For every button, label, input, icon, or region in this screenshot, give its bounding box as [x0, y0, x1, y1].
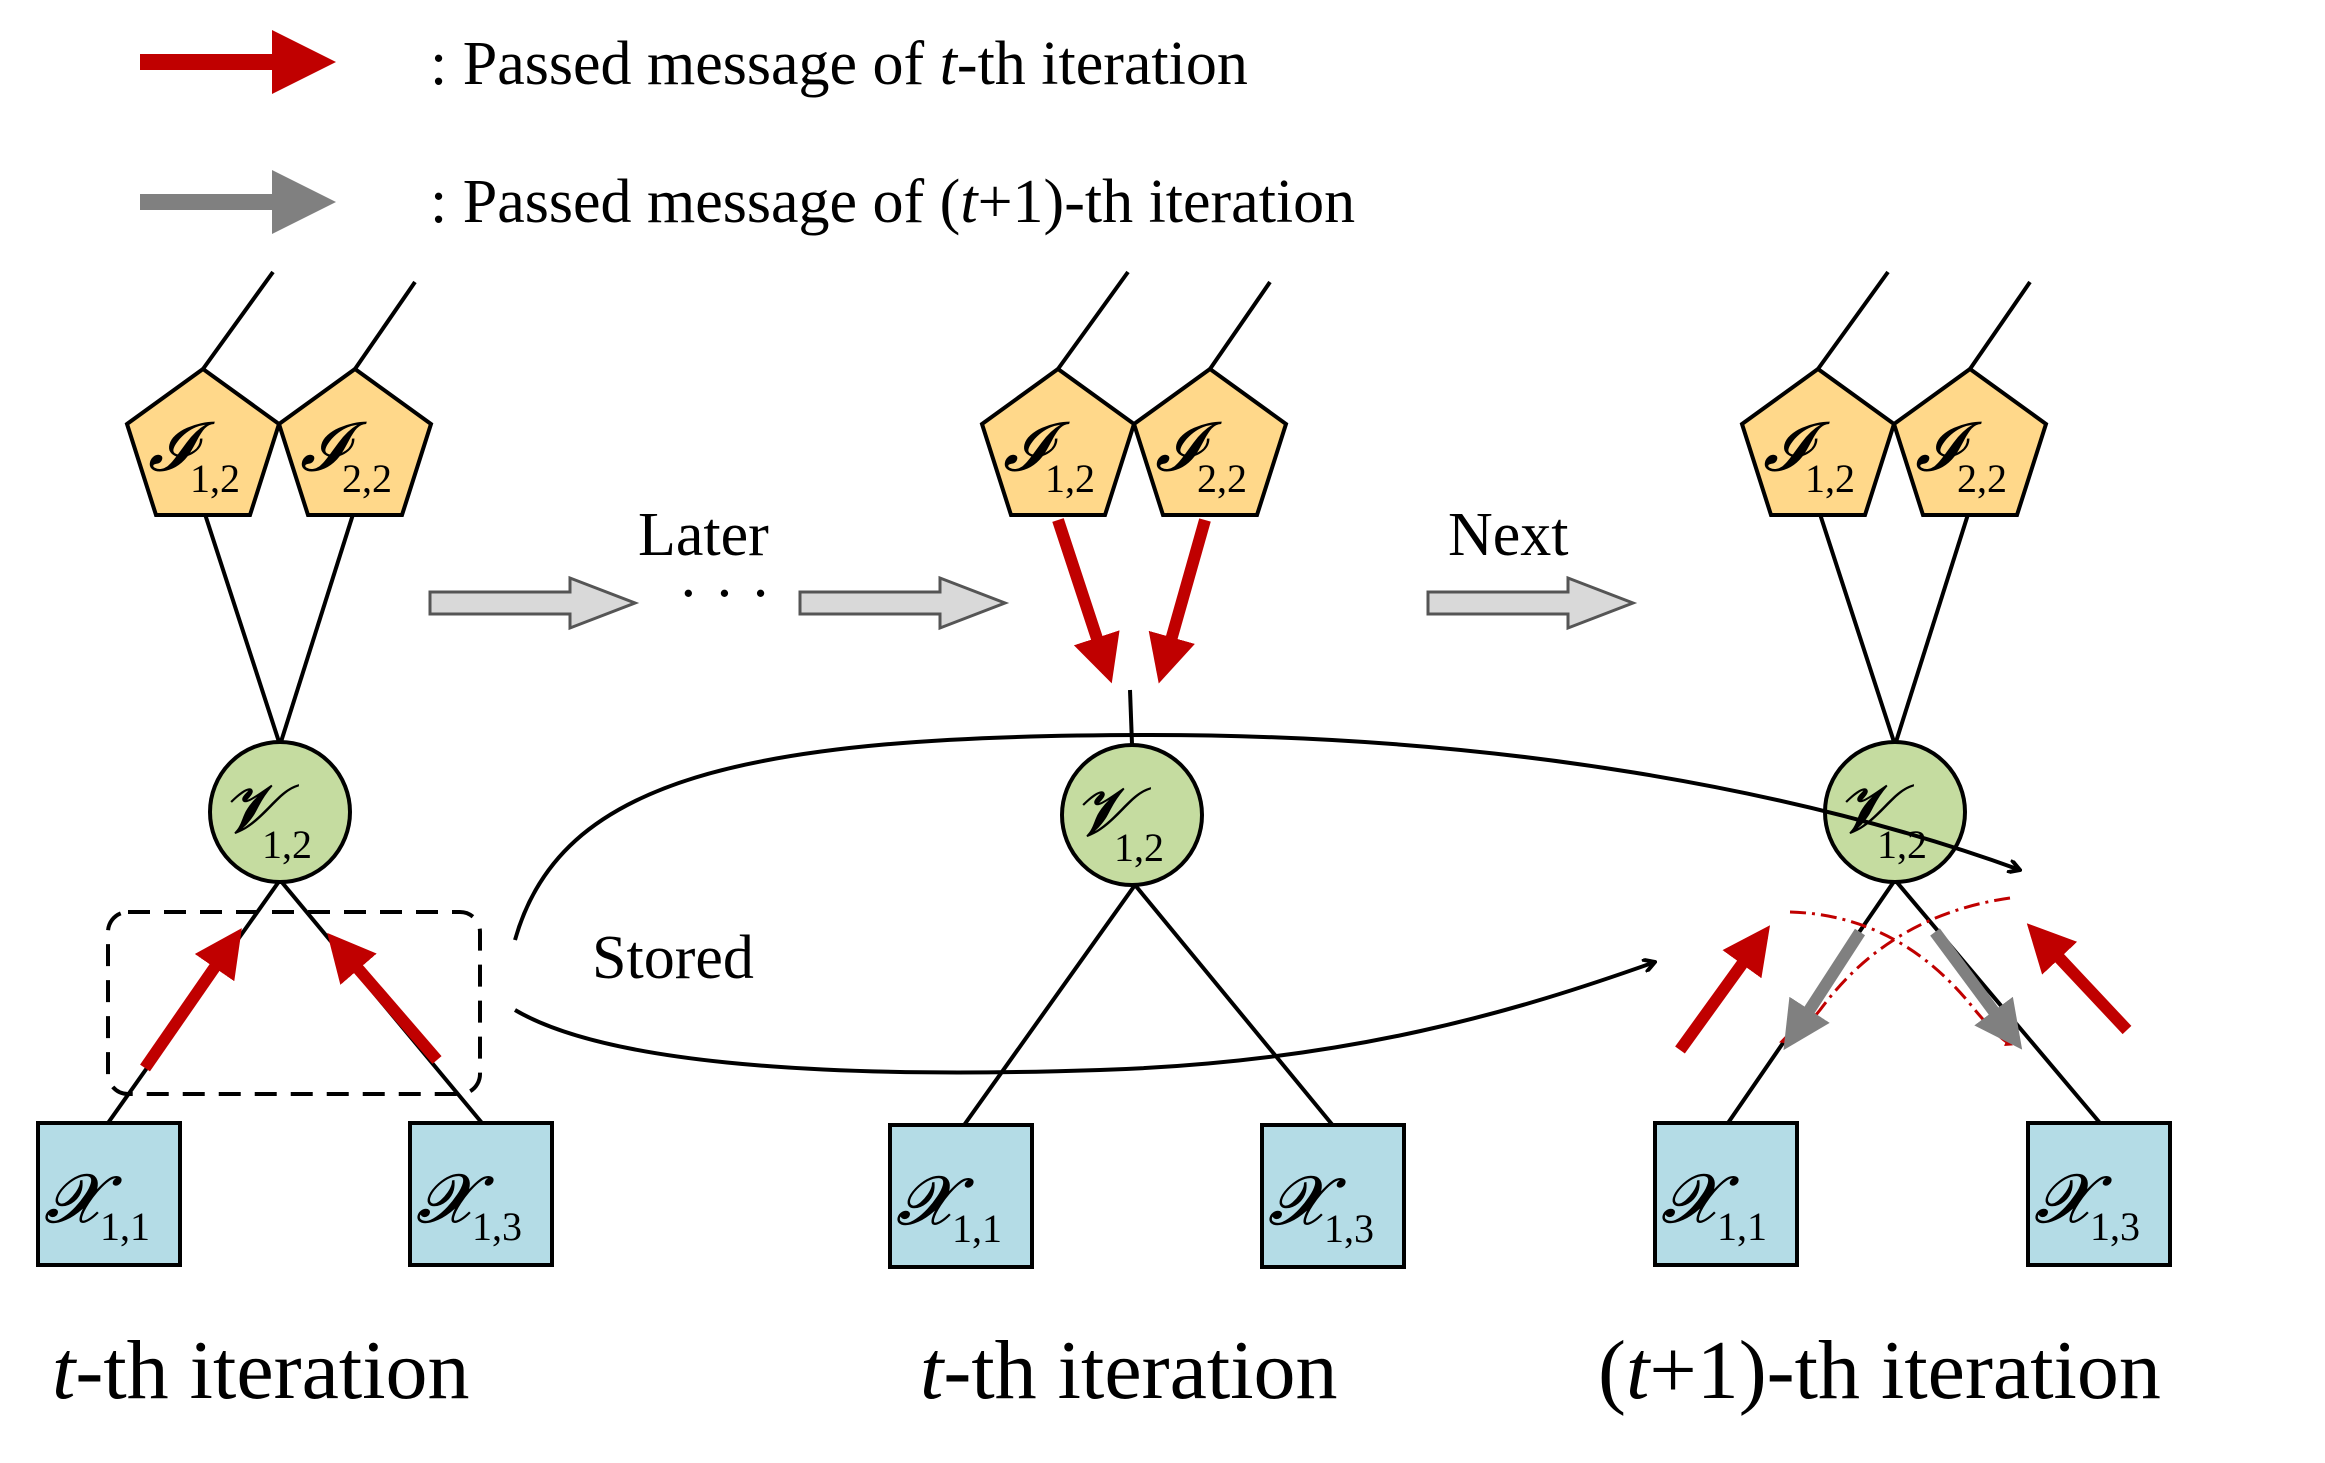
stored-region-box — [106, 910, 482, 1096]
variable-node-v12: 𝓥 1,2 — [1060, 743, 1204, 887]
observation-node-x13: 𝓧 1,3 — [1260, 1123, 1406, 1269]
red-message-arrow — [2026, 923, 2132, 1035]
svg-text:1,2: 1,2 — [262, 822, 312, 867]
panel-caption: t-th iteration — [52, 1324, 470, 1417]
edge — [1816, 507, 1897, 746]
red-message-arrow — [1675, 925, 1771, 1054]
svg-text:1,2: 1,2 — [1805, 456, 1855, 501]
svg-text:1,2: 1,2 — [1877, 822, 1927, 867]
svg-text:2,2: 2,2 — [1197, 456, 1247, 501]
observation-node-x11: 𝓧 1,1 — [888, 1123, 1034, 1269]
factor-node-i22: 𝓘 2,2 — [1131, 366, 1289, 517]
edge — [353, 280, 417, 371]
transition-arrows: · · · Later Next — [428, 501, 1638, 631]
edge — [201, 270, 275, 371]
factor-node-i22: 𝓘 2,2 — [276, 366, 434, 517]
factor-node-i12: 𝓘 1,2 — [979, 366, 1137, 517]
observation-node-x11: 𝓧 1,1 — [36, 1121, 182, 1267]
red-message-arrow — [327, 932, 442, 1064]
later-block-arrow-2 — [798, 575, 1010, 631]
edge — [1968, 280, 2032, 371]
svg-text:1,3: 1,3 — [1324, 1206, 1374, 1251]
factor-node-i12: 𝓘 1,2 — [124, 366, 282, 517]
edge — [1133, 883, 1337, 1130]
panel-1: 𝓘 1,2 𝓘 2,2 𝓥 1,2 𝓧 1,1 𝓧 1,3 t-th iter — [36, 270, 554, 1417]
variable-node-v12: 𝓥 1,2 — [1823, 740, 1967, 884]
panel-caption: (t+1)-th iteration — [1598, 1324, 2161, 1417]
svg-text:1,1: 1,1 — [1717, 1204, 1767, 1249]
svg-text:1,3: 1,3 — [2090, 1204, 2140, 1249]
stored-loop-lower — [513, 962, 1655, 1075]
svg-text:1,1: 1,1 — [100, 1204, 150, 1249]
red-message-arrow — [140, 928, 242, 1072]
observation-node-x13: 𝓧 1,3 — [2026, 1121, 2172, 1267]
stored-loop: Stored — [513, 732, 2020, 1075]
edge — [1056, 270, 1130, 371]
svg-text:2,2: 2,2 — [342, 456, 392, 501]
stored-label: Stored — [592, 924, 754, 992]
svg-text:1,1: 1,1 — [952, 1206, 1002, 1251]
ellipsis-text: · · · — [678, 560, 771, 628]
next-label: Next — [1448, 501, 1569, 569]
edge — [201, 507, 282, 746]
svg-text:1,3: 1,3 — [472, 1204, 522, 1249]
edge — [1893, 507, 1972, 746]
later-block-arrow-1 — [428, 575, 640, 631]
stored-loop-upper — [513, 732, 2020, 941]
edge — [960, 883, 1137, 1130]
svg-text:1,2: 1,2 — [1045, 456, 1095, 501]
gray-message-arrow — [1930, 928, 2023, 1050]
edge — [1208, 280, 1272, 371]
panel-caption: t-th iteration — [920, 1324, 1338, 1417]
edge — [1893, 878, 2102, 1125]
edge — [278, 507, 357, 746]
red-message-arrow — [1148, 518, 1211, 684]
factor-node-i12: 𝓘 1,2 — [1739, 366, 1897, 517]
observation-node-x13: 𝓧 1,3 — [408, 1121, 554, 1267]
red-dashdot-path — [1779, 896, 2011, 1044]
svg-text:2,2: 2,2 — [1957, 456, 2007, 501]
panel-3: 𝓘 1,2 𝓘 2,2 𝓥 1,2 𝓧 1,1 𝓧 — [1598, 270, 2172, 1417]
red-message-arrow — [1052, 518, 1120, 684]
later-label: Later — [638, 501, 769, 569]
factor-node-i22: 𝓘 2,2 — [1891, 366, 2049, 517]
legend-gray-label: : Passed message of (t+1)-th iteration — [430, 168, 1355, 236]
svg-text:1,2: 1,2 — [1114, 825, 1164, 870]
svg-text:1,2: 1,2 — [190, 456, 240, 501]
edge — [1816, 270, 1890, 371]
panel-2: 𝓘 1,2 𝓘 2,2 𝓥 1,2 𝓧 1,1 𝓧 1,3 — [888, 270, 1406, 1417]
next-block-arrow — [1426, 575, 1638, 631]
gray-message-arrow — [1783, 928, 1866, 1051]
variable-node-v12: 𝓥 1,2 — [208, 740, 352, 884]
legend-red-label: : Passed message of t-th iteration — [430, 30, 1248, 98]
observation-node-x11: 𝓧 1,1 — [1653, 1121, 1799, 1267]
legend: : Passed message of t-th iteration : Pas… — [140, 30, 1355, 236]
